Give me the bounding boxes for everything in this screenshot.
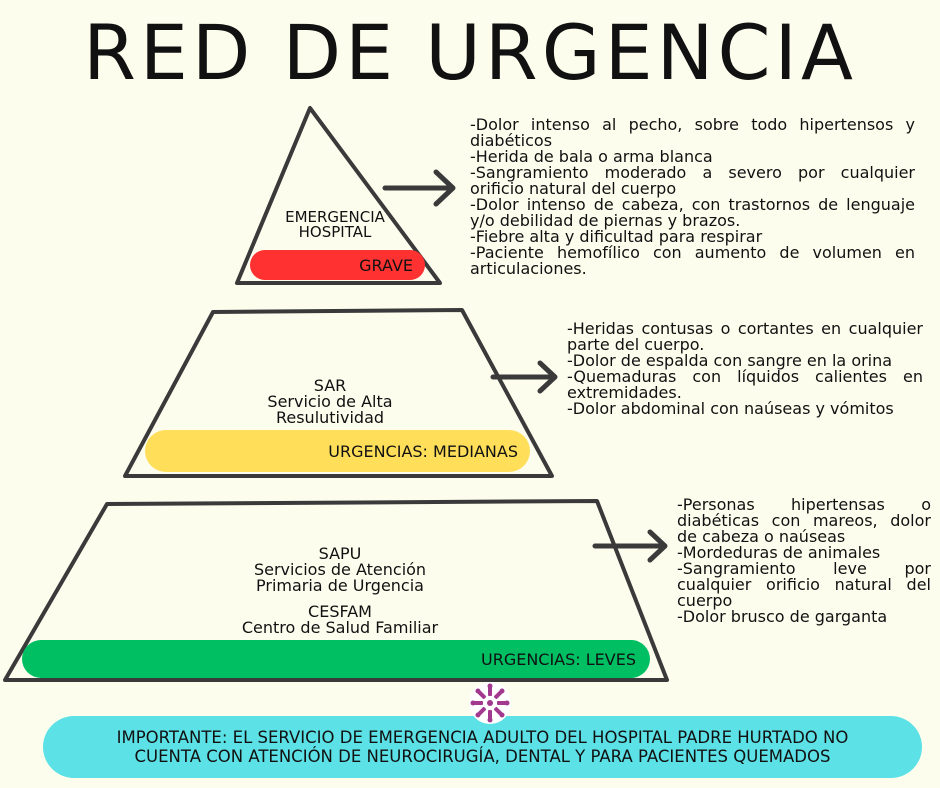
badge-text: URGENCIAS: MEDIANAS [328,441,518,461]
level-2-label: SAR Servicio de Alta Resulutividad [230,378,430,426]
label-line: EMERGENCIA [285,208,385,226]
label-line: Resulutividad [275,408,385,427]
important-banner: IMPORTANTE: EL SERVICIO DE EMERGENCIA AD… [43,716,922,778]
arrow-right-icon [382,169,456,207]
list-item: -Fiebre alta y dificultad para respirar [470,227,763,246]
badge-text: URGENCIAS: LEVES [480,649,636,669]
badge-text: GRAVE [359,255,413,275]
pyramid-top-triangle [235,106,442,285]
list-item: -Dolor intenso de cabeza, con trastornos… [470,195,915,230]
list-item: -Heridas contusas o cortantes en cualqui… [567,319,923,354]
label-line: SAR [313,376,347,395]
list-item: -Herida de bala o arma blanca [470,147,713,166]
level-1-symptoms: -Dolor intenso al pecho, sobre todo hipe… [470,117,915,277]
list-item: -Dolor brusco de garganta [677,607,888,626]
level-1-label: EMERGENCIA HOSPITAL [260,210,410,240]
list-item: -Paciente hemofílico con aumento de volu… [470,243,915,278]
badge-medianas: URGENCIAS: MEDIANAS [145,430,530,472]
hospital-logo-icon [469,682,511,724]
label-line: Servicio de Alta [267,392,393,411]
list-item: -Quemaduras con líquidos calientes en ex… [567,367,923,402]
list-item: -Mordeduras de animales [677,543,881,562]
list-item: -Dolor de espalda con sangre en la orina [567,351,893,370]
level-3-label: SAPU Servicios de Atención Primaria de U… [200,546,480,636]
banner-line: IMPORTANTE: EL SERVICIO DE EMERGENCIA AD… [116,728,849,747]
label-line: CESFAM [308,602,372,621]
list-item: -Dolor intenso al pecho, sobre todo hipe… [470,115,915,150]
arrow-right-icon [592,529,668,563]
badge-leves: URGENCIAS: LEVES [22,640,650,678]
label-line: Servicios de Atención [253,560,427,579]
pyramid-middle-trapezoid [123,308,554,478]
level-3-symptoms: -Personas hipertensas o diabéticas con m… [677,497,931,625]
level-2-symptoms: -Heridas contusas o cortantes en cualqui… [567,321,923,417]
list-item: -Dolor abdominal con naúseas y vómitos [567,399,894,418]
label-line: Primaria de Urgencia [256,576,424,595]
label-line: SAPU [318,544,362,563]
list-item: -Sangramiento moderado a severo por cual… [470,163,915,198]
arrow-right-icon [490,360,558,394]
banner-line: CUENTA CON ATENCIÓN DE NEUROCIRUGÍA, DEN… [134,747,831,766]
list-item: -Sangramiento leve por cualquier orifici… [677,559,931,610]
list-item: -Personas hipertensas o diabéticas con m… [677,495,931,546]
label-line: HOSPITAL [298,223,372,241]
page-title: RED DE URGENCIA [83,8,857,97]
label-line: Centro de Salud Familiar [241,618,439,637]
pyramid-bottom-trapezoid [3,499,669,682]
badge-grave: GRAVE [250,250,425,280]
